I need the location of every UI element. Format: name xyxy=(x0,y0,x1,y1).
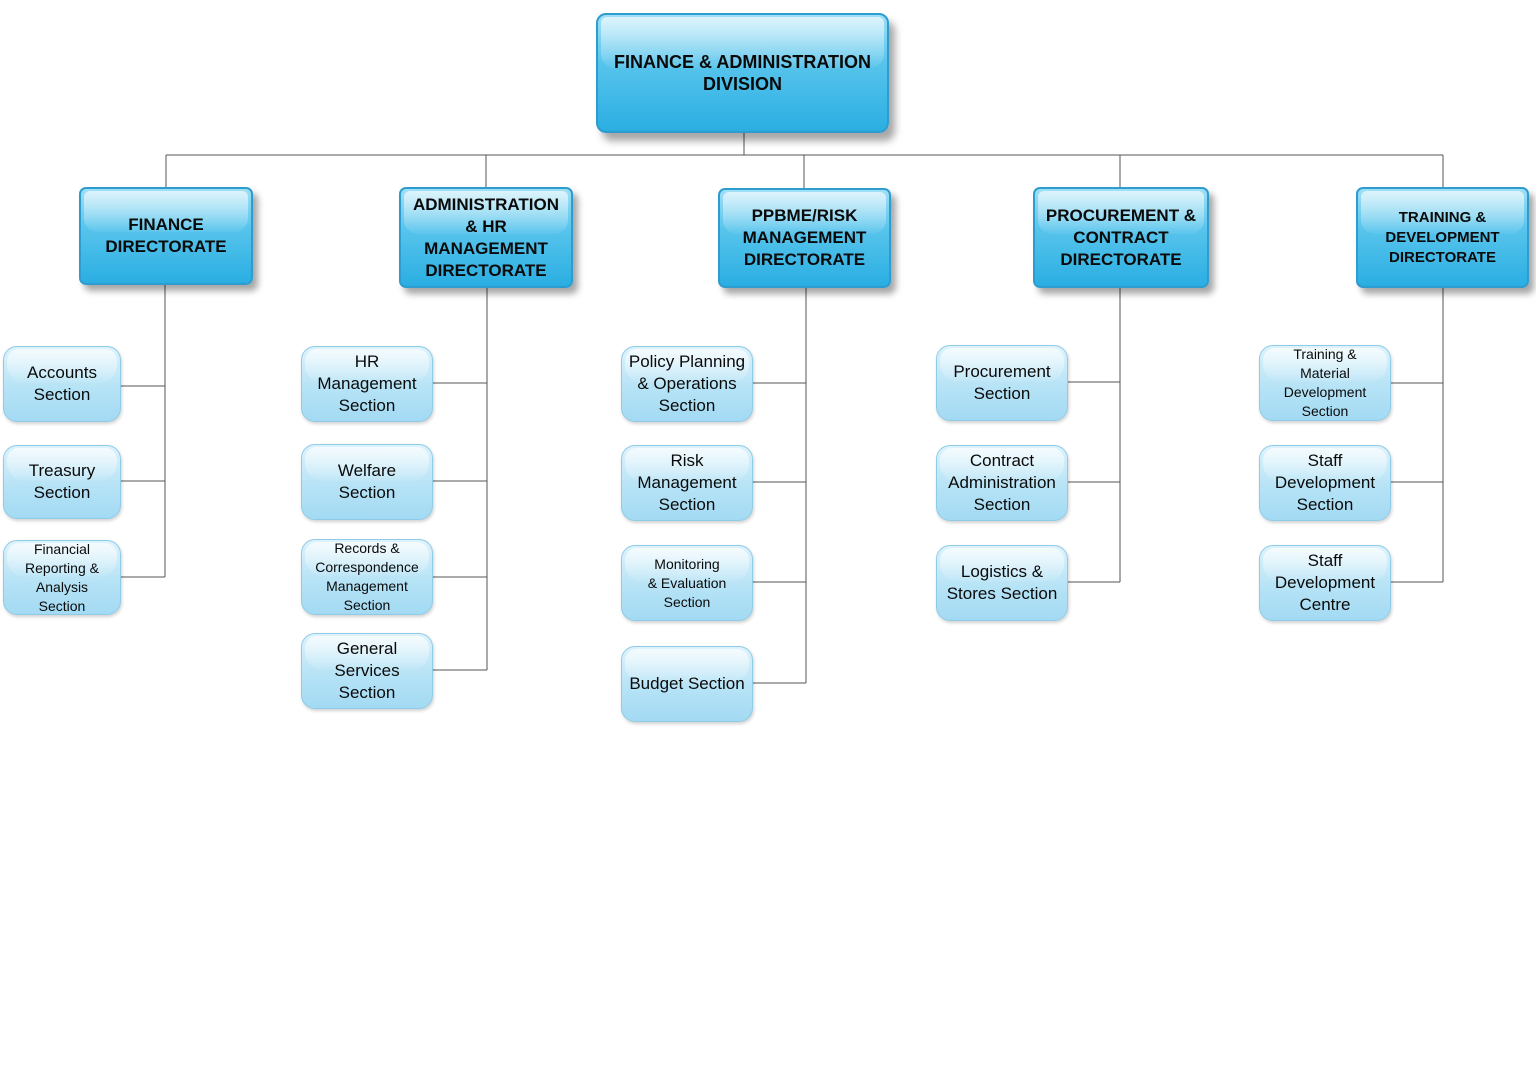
section-label: Financial Reporting & Analysis Section xyxy=(25,540,99,614)
section-label: Contract Administration Section xyxy=(948,451,1056,514)
section-box: Records & Correspondence Management Sect… xyxy=(301,539,433,615)
section-box: Procurement Section xyxy=(936,345,1068,421)
section-box: HR Management Section xyxy=(301,346,433,422)
section-box: Logistics & Stores Section xyxy=(936,545,1068,621)
section-box: Staff Development Centre xyxy=(1259,545,1391,621)
section-box: Staff Development Section xyxy=(1259,445,1391,521)
section-box: Policy Planning & Operations Section xyxy=(621,346,753,422)
section-label: Records & Correspondence Management Sect… xyxy=(315,540,419,613)
section-label: Policy Planning & Operations Section xyxy=(628,352,746,415)
section-box: Treasury Section xyxy=(3,445,121,519)
section-label: General Services Section xyxy=(334,639,400,702)
section-label: Accounts Section xyxy=(27,363,97,404)
section-box: Financial Reporting & Analysis Section xyxy=(3,540,121,615)
section-box: Monitoring & Evaluation Section xyxy=(621,545,753,621)
directorate-title: TRAINING & DEVELOPMENT DIRECTORATE xyxy=(1385,208,1500,266)
section-box: Welfare Section xyxy=(301,444,433,520)
section-label: Risk Management Section xyxy=(637,451,737,514)
training-development-directorate-box: TRAINING & DEVELOPMENT DIRECTORATE xyxy=(1356,187,1529,288)
directorate-title: PROCUREMENT & CONTRACT DIRECTORATE xyxy=(1045,205,1197,269)
section-label: Budget Section xyxy=(629,674,745,693)
procurement-contract-directorate-box: PROCUREMENT & CONTRACT DIRECTORATE xyxy=(1033,187,1209,288)
section-label: Procurement Section xyxy=(953,362,1051,403)
ppbme-risk-directorate-box: PPBME/RISK MANAGEMENT DIRECTORATE xyxy=(718,188,891,288)
section-label: Monitoring & Evaluation Section xyxy=(647,555,727,610)
directorate-title: PPBME/RISK MANAGEMENT DIRECTORATE xyxy=(742,206,867,269)
section-label: Logistics & Stores Section xyxy=(946,562,1058,603)
section-label: Staff Development Centre xyxy=(1274,551,1376,614)
section-box: Accounts Section xyxy=(3,346,121,422)
section-label: Training & Material Development Section xyxy=(1283,346,1367,419)
section-box: Budget Section xyxy=(621,646,753,722)
section-label: HR Management Section xyxy=(317,352,417,415)
section-label: Welfare Section xyxy=(337,461,397,502)
administration-hr-directorate-box: ADMINISTRATION & HR MANAGEMENT DIRECTORA… xyxy=(399,187,573,288)
section-box: Contract Administration Section xyxy=(936,445,1068,521)
section-label: Staff Development Section xyxy=(1274,451,1376,514)
section-label: Treasury Section xyxy=(28,461,96,502)
division-title: FINANCE & ADMINISTRATION DIVISION xyxy=(614,52,871,94)
finance-directorate-box: FINANCE DIRECTORATE xyxy=(79,187,253,285)
directorate-title: ADMINISTRATION & HR MANAGEMENT DIRECTORA… xyxy=(412,194,560,280)
section-box: Training & Material Development Section xyxy=(1259,345,1391,421)
directorate-title: FINANCE DIRECTORATE xyxy=(105,215,227,256)
section-box: Risk Management Section xyxy=(621,445,753,521)
section-box: General Services Section xyxy=(301,633,433,709)
division-box: FINANCE & ADMINISTRATION DIVISION xyxy=(596,13,889,133)
